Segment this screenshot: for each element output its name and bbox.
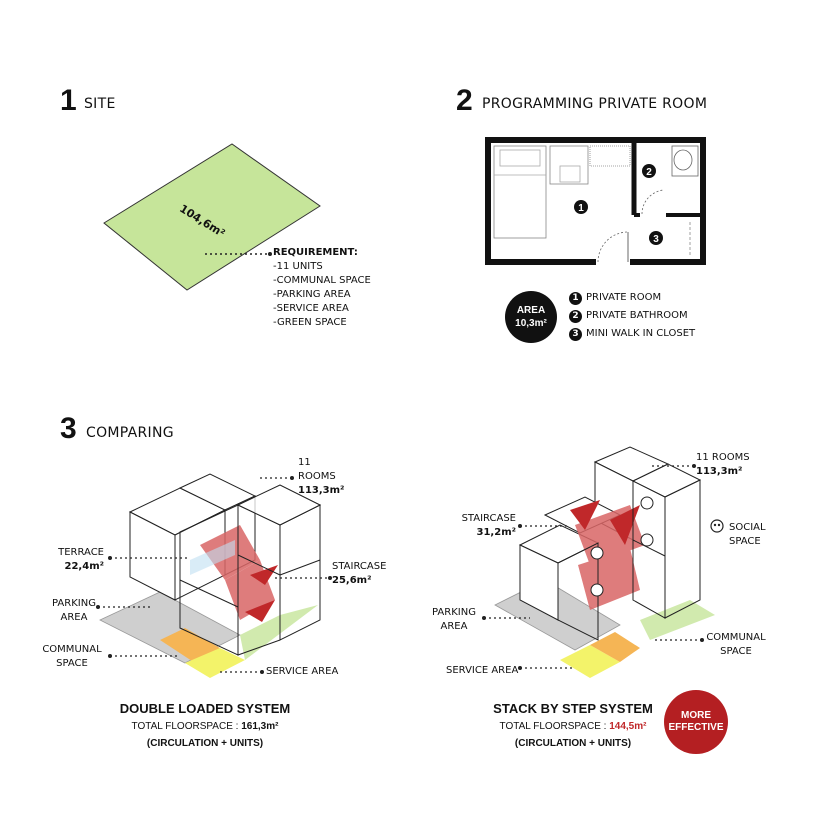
ground-service bbox=[560, 645, 620, 678]
dl-note: (CIRCULATION + UNITS) bbox=[146, 738, 264, 749]
sbs-total: TOTAL FLOORSPACE : 144,5m² bbox=[468, 718, 678, 736]
room-area-badge: AREA 10,3m² bbox=[505, 291, 557, 343]
sbs-rooms-label: 11 ROOMS 113,3m² bbox=[696, 451, 750, 479]
section-2-title: PROGRAMMING PRIVATE ROOM bbox=[482, 96, 708, 112]
ground-communal bbox=[590, 632, 640, 662]
dl-caption: DOUBLE LOADED SYSTEM TOTAL FLOORSPACE : … bbox=[100, 700, 310, 752]
dl-terrace-label: TERRACE 22,4m² bbox=[40, 546, 104, 574]
site-requirements: REQUIREMENT: -11 UNITS -COMMUNAL SPACE -… bbox=[273, 246, 371, 330]
sbs-note: (CIRCULATION + UNITS) bbox=[514, 738, 632, 749]
sbs-service-label: SERVICE AREA bbox=[446, 665, 519, 676]
section-3-number: 3 bbox=[60, 412, 77, 445]
legend-number: 2 bbox=[569, 309, 582, 323]
legend-item: 1 PRIVATE ROOM bbox=[569, 289, 695, 307]
section-1-number: 1 bbox=[60, 84, 77, 117]
legend-label: PRIVATE BATHROOM bbox=[586, 310, 688, 321]
area-badge-line2: 10,3m² bbox=[515, 318, 547, 329]
badge-line2: EFFECTIVE bbox=[668, 722, 724, 733]
svg-text:3: 3 bbox=[653, 234, 659, 245]
site-leader-dot bbox=[268, 252, 272, 256]
room-legend: 1 PRIVATE ROOM 2 PRIVATE BATHROOM 3 MINI… bbox=[569, 289, 695, 343]
sbs-parking-line2: AREA bbox=[440, 621, 468, 632]
sbs-caption: STACK BY STEP SYSTEM TOTAL FLOORSPACE : … bbox=[468, 700, 678, 752]
svg-text:1: 1 bbox=[578, 203, 584, 214]
site-plot bbox=[103, 143, 321, 291]
sbs-staircase-label: STAIRCASE 31,2m² bbox=[446, 512, 516, 540]
dl-rooms-text: 11 ROOMS bbox=[298, 457, 336, 482]
section-2-number: 2 bbox=[456, 84, 473, 117]
dl-staircase-value: 25,6m² bbox=[332, 575, 372, 586]
requirement-item: -GREEN SPACE bbox=[273, 317, 347, 328]
dl-service-label: SERVICE AREA bbox=[266, 666, 339, 677]
dl-rooms-label: 11 ROOMS 113,3m² bbox=[258, 456, 345, 498]
section-1-title: SITE bbox=[84, 96, 116, 112]
ground-service bbox=[185, 648, 245, 678]
legend-number: 3 bbox=[569, 327, 582, 341]
sbs-total-value: 144,5m² bbox=[609, 721, 647, 732]
more-effective-badge: MORE EFFECTIVE bbox=[664, 690, 728, 754]
dl-parking-line1: PARKING bbox=[52, 598, 96, 609]
sbs-rooms-value: 113,3m² bbox=[696, 466, 743, 477]
sbs-communal-line2: SPACE bbox=[720, 646, 752, 657]
social-space-icon bbox=[710, 519, 724, 533]
dl-communal-line2: SPACE bbox=[56, 658, 88, 669]
sbs-staircase-text: STAIRCASE bbox=[461, 513, 516, 524]
area-badge-line1: AREA bbox=[516, 305, 546, 316]
dl-total: TOTAL FLOORSPACE : 161,3m² bbox=[100, 718, 310, 736]
sbs-total-label: TOTAL FLOORSPACE : bbox=[499, 721, 610, 732]
toilet bbox=[671, 145, 699, 177]
legend-item: 2 PRIVATE BATHROOM bbox=[569, 307, 695, 325]
dl-total-label: TOTAL FLOORSPACE : bbox=[131, 721, 242, 732]
dl-total-value: 161,3m² bbox=[241, 721, 279, 732]
sbs-communal-line1: COMMUNAL bbox=[706, 632, 766, 643]
dl-rooms-value: 113,3m² bbox=[298, 485, 345, 496]
dl-system-title: DOUBLE LOADED SYSTEM bbox=[119, 701, 291, 716]
dl-staircase-label: STAIRCASE 25,6m² bbox=[332, 560, 386, 588]
legend-number: 1 bbox=[569, 291, 582, 305]
requirement-item: -PARKING AREA bbox=[273, 289, 351, 300]
sbs-parking-line1: PARKING bbox=[432, 607, 476, 618]
legend-item: 3 MINI WALK IN CLOSET bbox=[569, 325, 695, 343]
badge-line1: MORE bbox=[681, 710, 711, 721]
sbs-social-line1: SOCIAL bbox=[729, 522, 766, 533]
requirement-item: -11 UNITS bbox=[273, 261, 323, 272]
sbs-parking-label: PARKING AREA bbox=[424, 606, 484, 634]
dl-terrace-text: TERRACE bbox=[58, 547, 104, 558]
section-3-title: COMPARING bbox=[86, 425, 174, 441]
legend-label: PRIVATE ROOM bbox=[586, 292, 662, 303]
bed bbox=[493, 145, 547, 239]
sbs-social-line2: SPACE bbox=[729, 536, 761, 547]
requirement-heading: REQUIREMENT: bbox=[273, 247, 358, 258]
ground-communal bbox=[160, 628, 220, 663]
sbs-rooms-text: 11 ROOMS bbox=[696, 452, 750, 463]
sbs-staircase-value: 31,2m² bbox=[476, 527, 516, 538]
dl-communal-line1: COMMUNAL bbox=[42, 644, 102, 655]
desk bbox=[549, 145, 589, 185]
legend-label: MINI WALK IN CLOSET bbox=[586, 328, 696, 339]
dl-staircase-text: STAIRCASE bbox=[332, 561, 387, 572]
requirement-item: -SERVICE AREA bbox=[273, 303, 349, 314]
dl-terrace-value: 22,4m² bbox=[64, 561, 104, 572]
sbs-social-label: SOCIAL SPACE bbox=[729, 521, 766, 549]
wardrobe bbox=[589, 145, 631, 167]
svg-text:2: 2 bbox=[646, 167, 652, 178]
requirement-item: -COMMUNAL SPACE bbox=[273, 275, 371, 286]
dl-communal-label: COMMUNAL SPACE bbox=[36, 643, 108, 671]
sbs-communal-label: COMMUNAL SPACE bbox=[700, 631, 772, 659]
sbs-system-title: STACK BY STEP SYSTEM bbox=[493, 701, 653, 716]
ground-green bbox=[640, 600, 715, 640]
ground-green bbox=[240, 605, 318, 660]
dl-parking-line2: AREA bbox=[60, 612, 88, 623]
dl-parking-label: PARKING AREA bbox=[44, 597, 104, 625]
